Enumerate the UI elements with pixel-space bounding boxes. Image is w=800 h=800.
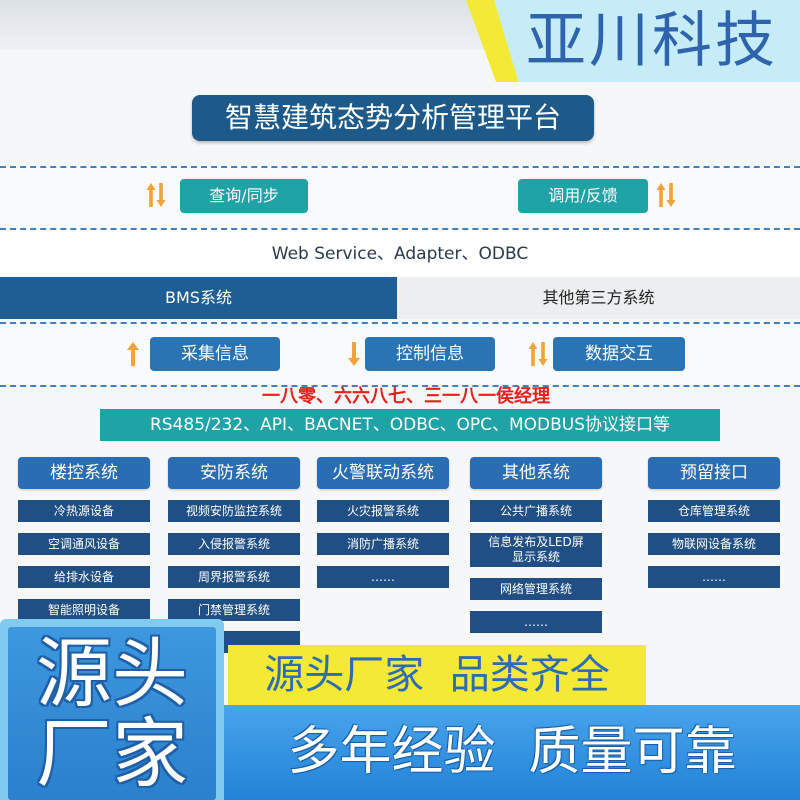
column-fire-linkage: 火警联动系统火灾报警系统消防广播系统 …… — [317, 457, 449, 588]
subsystem-item: 冷热源设备 — [18, 500, 150, 522]
subsystem-item: 仓库管理系统 — [648, 500, 780, 522]
brand-name: 亚川科技 — [526, 6, 778, 76]
control-info-node: 控制信息 — [365, 337, 495, 371]
badge-panel: 源头 厂家 — [8, 627, 216, 800]
data-exchange-node: 数据交互 — [553, 337, 685, 371]
subsystem-columns: 楼控系统冷热源设备空调通风设备给排水设备智能照明设备安防系统视频安防监控系统入侵… — [0, 457, 800, 657]
subsystem-item: 周界报警系统 — [168, 566, 300, 588]
up-down-arrow-icon — [528, 341, 548, 367]
subsystem-item: 公共广播系统 — [470, 500, 602, 522]
badge-line: 厂家 — [36, 708, 188, 798]
slogan-banner-blue: 多年经验 质量可靠 — [224, 705, 800, 800]
up-arrow-icon — [126, 341, 140, 367]
subsystem-item: 入侵报警系统 — [168, 533, 300, 555]
source-factory-badge: 源头 厂家 — [0, 619, 224, 800]
column-reserved-interfaces: 预留接口仓库管理系统物联网设备系统 …… — [648, 457, 780, 588]
interface-band — [0, 229, 800, 277]
subsystem-item: …… — [317, 566, 449, 588]
query-sync-node: 查询/同步 — [180, 179, 308, 213]
subsystem-item: 视频安防监控系统 — [168, 500, 300, 522]
column-header: 火警联动系统 — [317, 457, 449, 489]
column-header: 安防系统 — [168, 457, 300, 489]
subsystem-item: 给排水设备 — [18, 566, 150, 588]
third-party-system-block: 其他第三方系统 — [397, 277, 800, 319]
up-down-arrow-icon — [146, 182, 166, 208]
subsystem-item: 信息发布及LED屏 显示系统 — [470, 533, 602, 567]
dashed-divider — [0, 166, 800, 168]
dashed-divider — [0, 228, 800, 230]
column-security: 安防系统视频安防监控系统入侵报警系统周界报警系统门禁管理系统 — [168, 457, 300, 621]
dashed-divider — [0, 322, 800, 324]
subsystem-item: 智能照明设备 — [18, 599, 150, 621]
column-header: 预留接口 — [648, 457, 780, 489]
subsystem-item: 网络管理系统 — [470, 578, 602, 600]
subsystem-item: …… — [470, 611, 602, 633]
subsystem-item: 物联网设备系统 — [648, 533, 780, 555]
subsystem-item: 火灾报警系统 — [317, 500, 449, 522]
contact-text: 一八零、六六八七、三一八一侯经理 — [262, 386, 550, 407]
column-other-systems: 其他系统公共广播系统信息发布及LED屏 显示系统网络管理系统 …… — [470, 457, 602, 633]
subsystem-item: 消防广播系统 — [317, 533, 449, 555]
call-feedback-node: 调用/反馈 — [518, 179, 648, 213]
subsystem-item: 空调通风设备 — [18, 533, 150, 555]
platform-title: 智慧建筑态势分析管理平台 — [192, 95, 594, 141]
up-down-arrow-icon — [656, 182, 676, 208]
column-header: 楼控系统 — [18, 457, 150, 489]
upper-link-band — [0, 166, 800, 228]
data-collect-node: 采集信息 — [150, 337, 280, 371]
dashed-divider — [0, 385, 800, 387]
bms-system-block: BMS系统 — [0, 277, 397, 319]
slogan-banner-yellow: 源头厂家 品类齐全 — [228, 645, 646, 705]
protocol-bar: RS485/232、API、BACNET、ODBC、OPC、MODBUS协议接口… — [100, 409, 720, 441]
column-building-control: 楼控系统冷热源设备空调通风设备给排水设备智能照明设备 — [18, 457, 150, 621]
interface-protocols: Web Service、Adapter、ODBC — [271, 244, 529, 264]
subsystem-item: 门禁管理系统 — [168, 599, 300, 621]
column-header: 其他系统 — [470, 457, 602, 489]
subsystem-item: …… — [648, 566, 780, 588]
brand-banner — [494, 0, 800, 82]
badge-line: 源头 — [36, 628, 188, 718]
down-arrow-icon — [347, 341, 361, 367]
